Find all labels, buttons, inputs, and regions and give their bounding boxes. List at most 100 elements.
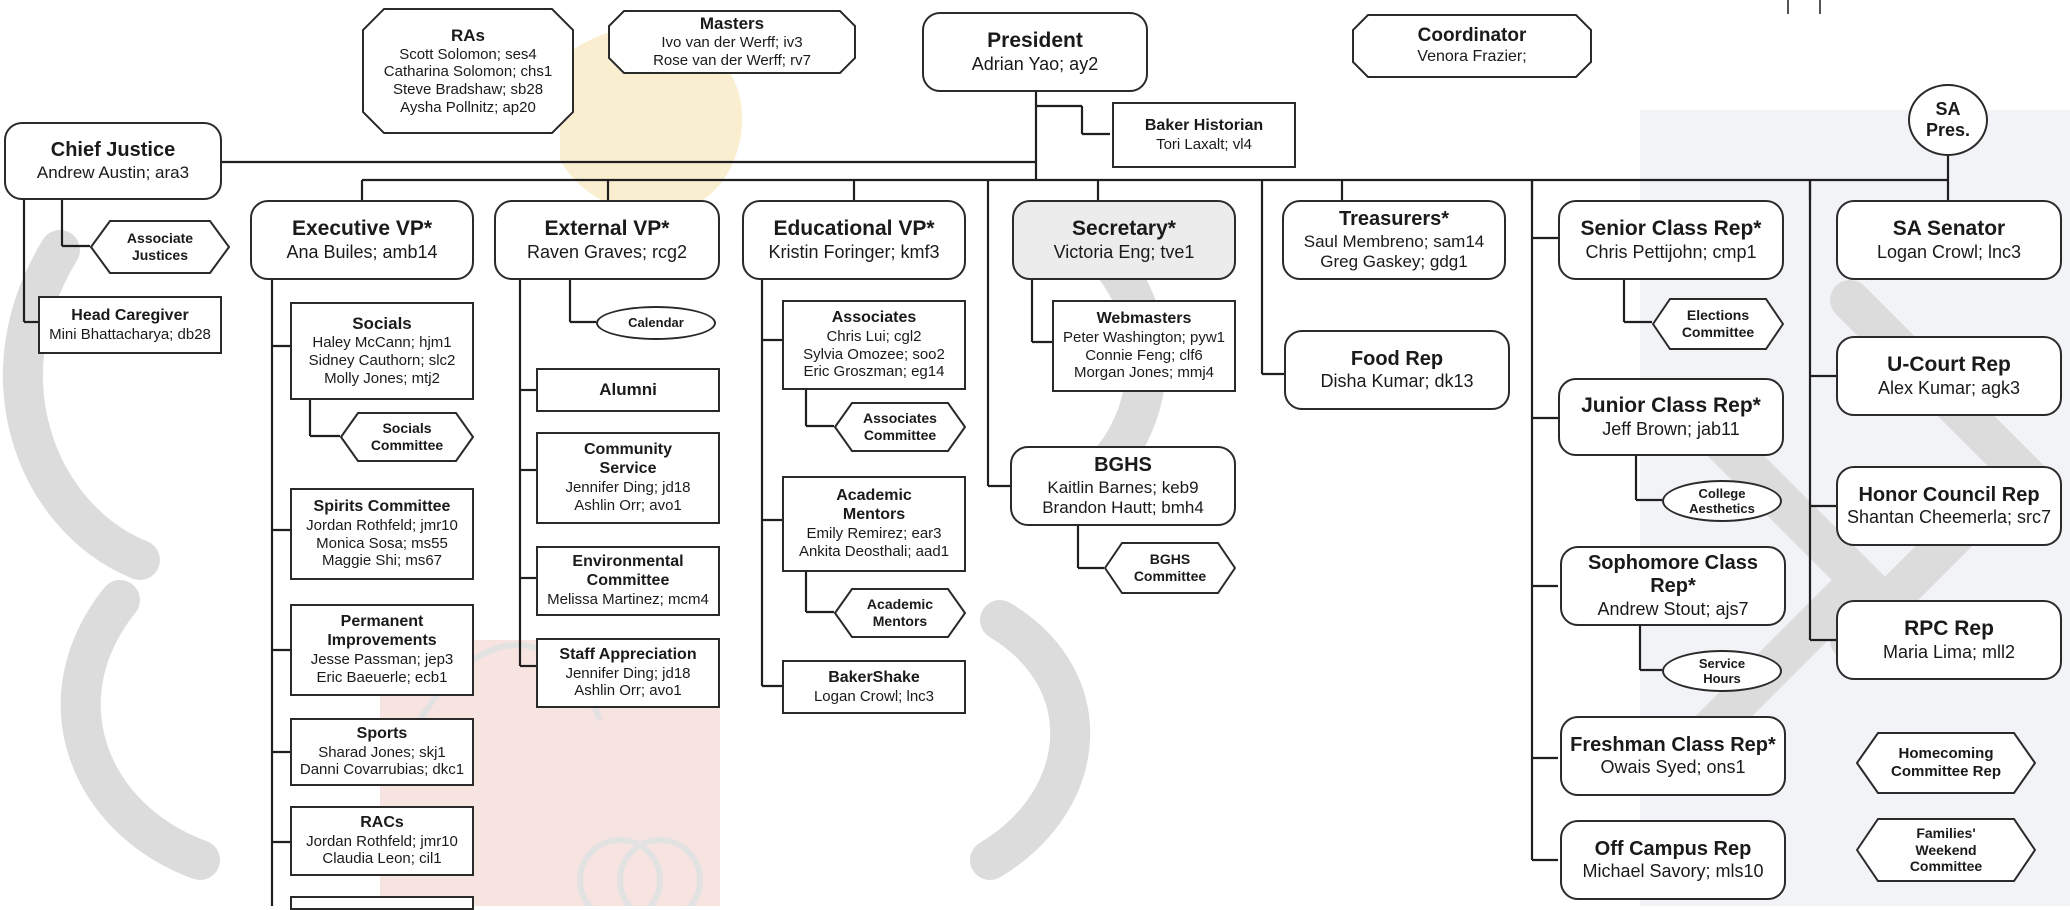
node-title: Webmasters	[1096, 310, 1192, 328]
member: Eric Baeuerle; ecb1	[316, 668, 448, 686]
member: Scott Solomon; ses4	[399, 45, 537, 63]
node-title: Spirits Committee	[313, 498, 451, 516]
hex-line: Mentors	[872, 613, 928, 629]
hex-line: Justices	[131, 247, 189, 263]
food-rep-box: Food Rep Disha Kumar; dk13	[1284, 330, 1510, 410]
calendar-oval: Calendar	[596, 306, 716, 340]
treasurers-box: Treasurers* Saul Membreno; sam14 Greg Ga…	[1282, 200, 1506, 280]
member: Ashlin Orr; avo1	[574, 496, 682, 514]
member: Aysha Pollnitz; ap20	[400, 98, 536, 116]
junior-class-rep-box: Junior Class Rep* Jeff Brown; jab11	[1558, 378, 1784, 456]
node-title: President	[987, 29, 1083, 52]
hexagon-shape	[1856, 818, 2036, 882]
hex-line: Committee	[1133, 568, 1207, 584]
hexagon-shape	[834, 402, 966, 452]
hex-line: Associate	[126, 230, 194, 247]
member: Alex Kumar; agk3	[1877, 377, 2021, 398]
bakershake-box: BakerShake Logan Crowl; lnc3	[782, 660, 966, 714]
node-title: Senior Class Rep*	[1580, 217, 1762, 240]
sports-box: Sports Sharad Jones; skj1 Danni Covarrub…	[290, 718, 474, 786]
member: Brandon Hautt; bmh4	[1042, 497, 1204, 517]
member: Jennifer Ding; jd18	[565, 479, 691, 497]
environmental-committee-box: Environmental Committee Melissa Martinez…	[536, 546, 720, 616]
historian-box: Baker Historian Tori Laxalt; vl4	[1112, 102, 1296, 168]
permanent-improvements-box: Permanent Improvements Jesse Passman; je…	[290, 604, 474, 696]
member: Peter Washington; pyw1	[1062, 328, 1226, 346]
node-title: Mentors	[842, 506, 906, 524]
hexagon-shape	[1652, 298, 1784, 350]
member: Steve Bradshaw; sb28	[392, 81, 544, 99]
bghs-box: BGHS Kaitlin Barnes; keb9 Brandon Hautt;…	[1010, 446, 1236, 526]
node-title: Junior Class Rep*	[1581, 394, 1761, 417]
member: Ashlin Orr; avo1	[574, 682, 682, 700]
member: Jordan Rothfeld; jmr10	[306, 832, 458, 850]
homecoming-committee-rep-hex: Homecoming Committee Rep	[1856, 732, 2036, 794]
member: Jeff Brown; jab11	[1602, 418, 1740, 439]
member: Rose van der Werff; rv7	[653, 52, 811, 70]
node-title: Community	[584, 441, 672, 459]
member: Sharad Jones; skj1	[318, 743, 446, 761]
member: Sidney Cauthorn; slc2	[308, 352, 456, 370]
member: Disha Kumar; dk13	[1320, 371, 1474, 392]
member: Venora Frazier;	[1417, 47, 1527, 65]
node-title: Permanent	[340, 613, 424, 631]
sa-pres-circle: SA Pres.	[1908, 84, 1988, 156]
sa-senator-box: SA Senator Logan Crowl; lnc3	[1836, 200, 2062, 280]
member: Ankita Deosthali; aad1	[798, 542, 950, 560]
educational-vp-box: Educational VP* Kristin Foringer; kmf3	[742, 200, 966, 280]
node-title: Food Rep	[1350, 347, 1444, 370]
member: Andrew Austin; ara3	[36, 162, 190, 182]
member: Logan Crowl; lnc3	[1876, 241, 2022, 262]
chief-justice-box: Chief Justice Andrew Austin; ara3	[4, 122, 222, 200]
node-title: Sophomore Class	[1587, 551, 1759, 574]
u-court-rep-box: U-Court Rep Alex Kumar; agk3	[1836, 336, 2062, 416]
member: Jennifer Ding; jd18	[565, 664, 691, 682]
masters-box: Masters Ivo van der Werff; iv3 Rose van …	[608, 10, 856, 74]
secretary-box: Secretary* Victoria Eng; tve1	[1012, 200, 1236, 280]
academic-mentors-hex: Academic Mentors	[834, 588, 966, 638]
node-title: Socials	[352, 314, 412, 334]
external-vp-box: External VP* Raven Graves; rcg2	[494, 200, 720, 280]
node-title: BGHS	[1094, 454, 1152, 477]
node-title: Alumni	[599, 379, 657, 399]
member: Mini Bhattacharya; db28	[49, 325, 211, 343]
member: Greg Gaskey; gdg1	[1320, 251, 1468, 271]
member: Kristin Foringer; kmf3	[768, 241, 940, 262]
member: Ivo van der Werff; iv3	[661, 34, 803, 52]
member: Haley McCann; hjm1	[312, 334, 452, 352]
member: Sylvia Omozee; soo2	[803, 345, 945, 363]
hexagon-shape	[1104, 542, 1236, 594]
oval-line: College	[1698, 485, 1746, 501]
elections-committee-hex: Elections Committee	[1652, 298, 1784, 350]
member: Monica Sosa; ms55	[316, 534, 448, 552]
node-title: Service	[599, 460, 657, 478]
node-title: Rep*	[1650, 575, 1696, 598]
oval-line: Service	[1698, 655, 1746, 671]
spirits-committee-box: Spirits Committee Jordan Rothfeld; jmr10…	[290, 488, 474, 580]
member: Saul Membreno; sam14	[1303, 231, 1485, 251]
hex-line: Homecoming	[1898, 745, 1994, 763]
oval-line: Hours	[1703, 671, 1741, 686]
node-title: Executive VP*	[291, 217, 433, 240]
sophomore-class-rep-box: Sophomore Class Rep* Andrew Stout; ajs7	[1560, 546, 1786, 626]
member: Maria Lima; mll2	[1882, 641, 2016, 662]
hex-line: Academic	[866, 596, 934, 613]
member: Chris Lui; cgl2	[826, 327, 922, 345]
hex-line: Committee	[370, 437, 444, 453]
circle-line: Pres.	[1925, 120, 1971, 140]
member: Melissa Martinez; mcm4	[547, 591, 709, 609]
hex-line: Committee Rep	[1890, 763, 2002, 780]
node-title: Off Campus Rep	[1594, 837, 1752, 860]
hex-line: Committee	[1681, 324, 1755, 340]
staff-appreciation-box: Staff Appreciation Jennifer Ding; jd18 A…	[536, 638, 720, 708]
member: Owais Syed; ons1	[1600, 757, 1746, 778]
node-title: Freshman Class Rep*	[1570, 733, 1776, 756]
hex-line: Socials	[382, 420, 432, 437]
associates-box: Associates Chris Lui; cgl2 Sylvia Omozee…	[782, 300, 966, 390]
node-title: BakerShake	[828, 668, 920, 686]
node-title: RACs	[360, 813, 404, 831]
hex-line: Committee	[863, 427, 937, 443]
member: Adrian Yao; ay2	[971, 53, 1099, 74]
octagon-shape	[362, 8, 574, 134]
node-title: Coordinator	[1417, 25, 1527, 47]
